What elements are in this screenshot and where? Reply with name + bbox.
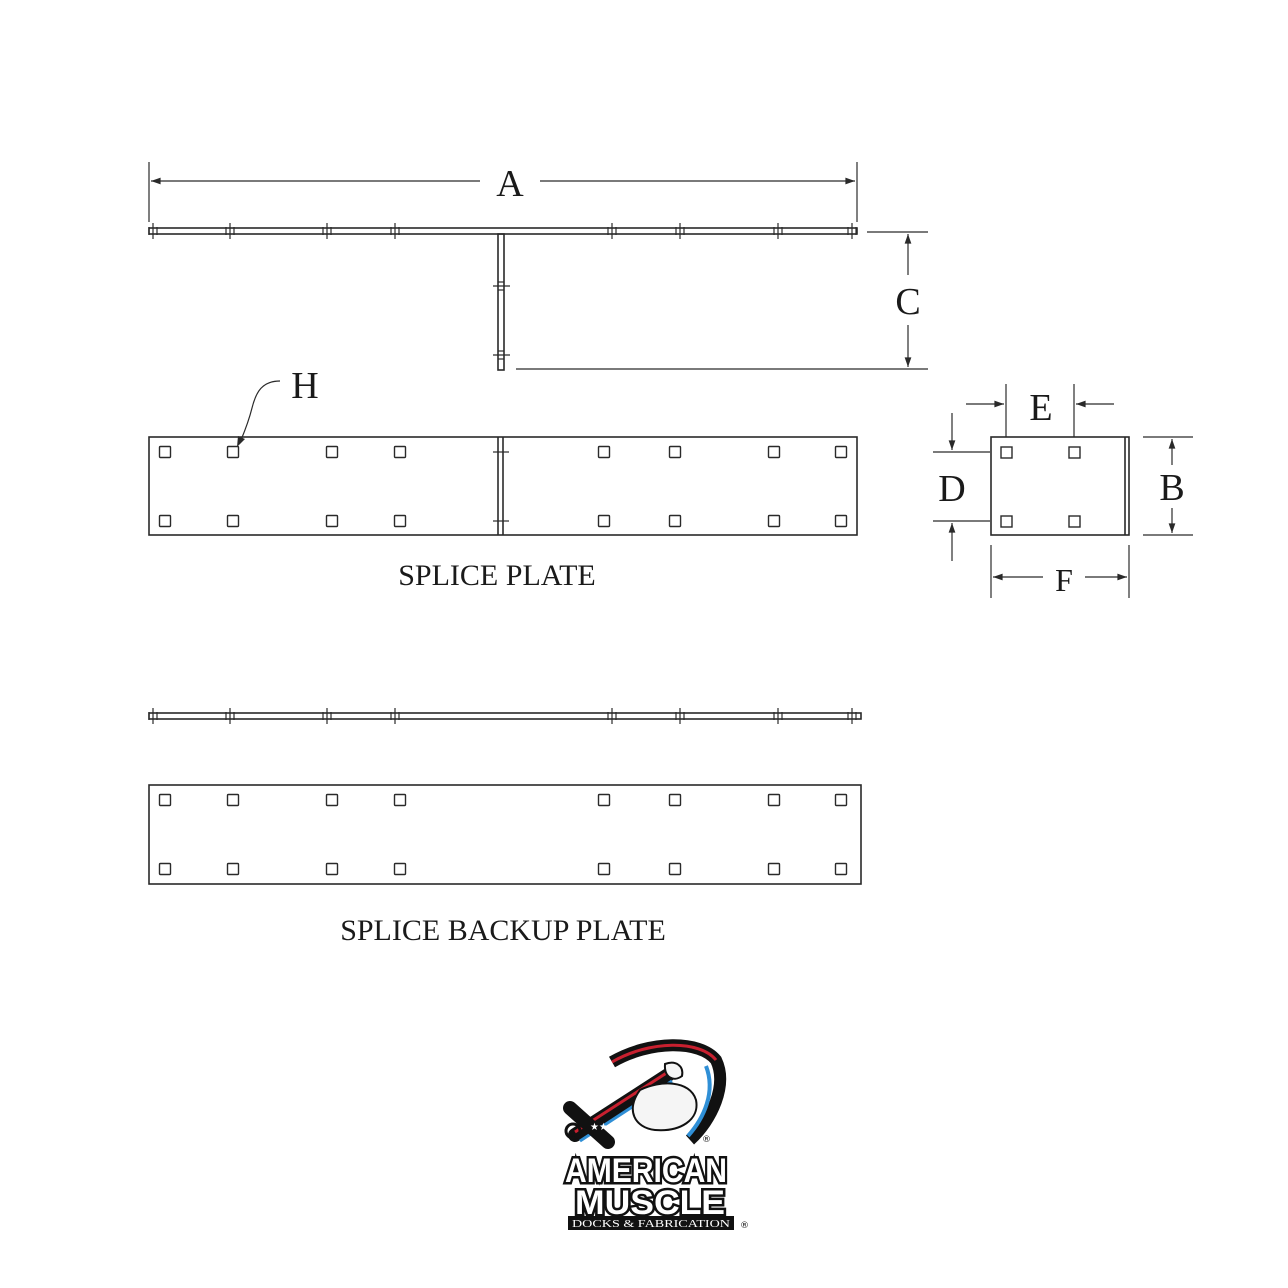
- splice-plate-caption: SPLICE PLATE: [398, 559, 596, 592]
- bolt-hole: [226, 514, 240, 528]
- dimension-c: C: [516, 231, 928, 370]
- splice-plate-view: H SPLICE PLATE: [148, 365, 858, 592]
- dimension-label-h: H: [291, 365, 318, 407]
- anchor-arm-emblem-icon: ★★ ®: [563, 1039, 727, 1149]
- bolt-hole: [834, 862, 848, 876]
- bolt-hole: [393, 793, 407, 807]
- backup-plate-bolts: [148, 708, 857, 724]
- dimension-d: D: [933, 413, 990, 561]
- logo-line-american: AMERICAN: [565, 1152, 727, 1190]
- dimension-a: A: [148, 162, 858, 222]
- bolt-hole: [767, 793, 781, 807]
- bolt-hole: [158, 862, 172, 876]
- bolt-hole: [668, 445, 682, 459]
- bolt-hole: [597, 793, 611, 807]
- web-bolts: [493, 281, 510, 360]
- bolt-hole: [226, 445, 240, 459]
- bolt-hole: [597, 514, 611, 528]
- bolt-hole: [597, 862, 611, 876]
- bolt-hole: [668, 514, 682, 528]
- bolt-hole: [393, 514, 407, 528]
- backup-plate-side-view: [148, 708, 862, 724]
- bolt-hole: [325, 862, 339, 876]
- svg-text:★★: ★★: [590, 1122, 608, 1133]
- dimension-label-e: E: [1029, 387, 1052, 429]
- bolt-hole: [325, 445, 339, 459]
- dimension-label-c: C: [895, 281, 920, 323]
- bolt-hole: [226, 793, 240, 807]
- dimension-f: F: [990, 545, 1130, 598]
- bolt-hole: [834, 445, 848, 459]
- top-profile-view: A C: [148, 162, 928, 371]
- bolt-hole: [767, 514, 781, 528]
- bolt-hole: [226, 862, 240, 876]
- bolt-hole: [668, 862, 682, 876]
- bolt-hole: [158, 514, 172, 528]
- bolt-hole: [325, 514, 339, 528]
- splice-backup-plate-view: SPLICE BACKUP PLATE: [148, 784, 862, 947]
- hole-callout-h: H: [237, 365, 319, 447]
- bolt-hole: [393, 862, 407, 876]
- logo-line-docks-fabrication: DOCKS & FABRICATION: [572, 1218, 730, 1230]
- bolt-hole: [767, 862, 781, 876]
- american-muscle-logo: ★★ ® AMERICAN MUSCLE DOCKS & FABRICATION…: [563, 1039, 749, 1231]
- dimension-label-a: A: [496, 163, 524, 205]
- bolt-hole: [767, 445, 781, 459]
- bolt-hole: [158, 445, 172, 459]
- svg-text:®: ®: [740, 1221, 749, 1231]
- splice-backup-plate-caption: SPLICE BACKUP PLATE: [340, 914, 666, 947]
- bolt-hole: [393, 445, 407, 459]
- dimension-b: B: [1143, 436, 1193, 536]
- svg-text:®: ®: [702, 1135, 711, 1145]
- bolt-hole: [158, 793, 172, 807]
- bolt-hole: [668, 793, 682, 807]
- dimension-label-d: D: [938, 468, 965, 510]
- dimension-label-b: B: [1159, 467, 1184, 509]
- dimension-e: E: [966, 384, 1114, 437]
- dimension-label-f: F: [1055, 562, 1073, 598]
- splice-plate-holes: [158, 445, 848, 528]
- backup-plate-holes: [158, 793, 848, 876]
- flange-bolts: [148, 223, 857, 239]
- bolt-hole: [597, 445, 611, 459]
- bolt-hole: [834, 793, 848, 807]
- bolt-hole: [325, 793, 339, 807]
- bolt-hole: [834, 514, 848, 528]
- end-view: E D B F: [933, 384, 1193, 598]
